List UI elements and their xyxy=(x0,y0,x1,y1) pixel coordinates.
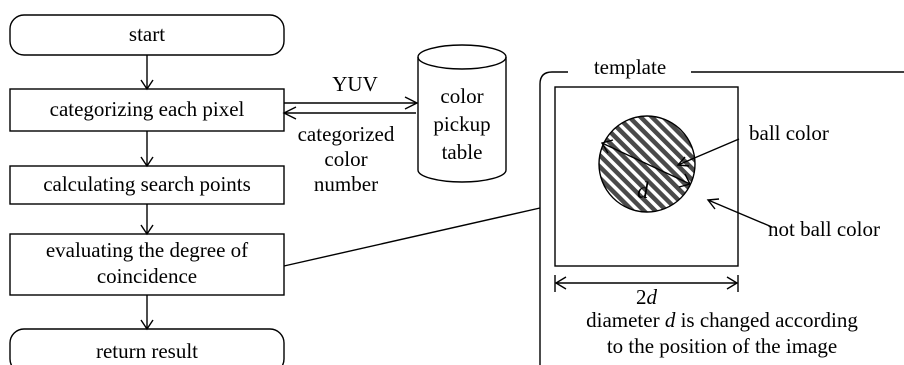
diameter-arrow xyxy=(600,139,692,188)
caption-line1: diameter d is changed according xyxy=(586,308,858,332)
flow-arrows xyxy=(140,55,154,331)
two-d-dimension xyxy=(554,275,739,292)
table-label-line1: color xyxy=(440,84,484,108)
evaluate-label-line2: coincidence xyxy=(96,264,198,288)
return-label: return result xyxy=(95,339,199,363)
result-arrow xyxy=(282,106,416,120)
not-ball-color-pointer xyxy=(706,198,773,228)
result-label-line3: number xyxy=(313,172,379,196)
yuv-label: YUV xyxy=(332,72,378,96)
evaluate-label-line1: evaluating the degree of xyxy=(45,238,249,262)
table-label-line3: table xyxy=(441,140,483,164)
ball-color-label: ball color xyxy=(749,121,829,145)
search-label: calculating search points xyxy=(43,172,251,196)
template-frame xyxy=(539,71,568,365)
two-d-label: 2d xyxy=(636,285,657,309)
yuv-arrow xyxy=(284,96,419,110)
template-title: template xyxy=(593,55,667,79)
ball-color-pointer xyxy=(676,138,740,167)
table-label-line2: pickup xyxy=(433,112,491,136)
categorize-label: categorizing each pixel xyxy=(49,97,245,121)
start-label: start xyxy=(128,22,166,46)
caption-line2: to the position of the image xyxy=(606,334,838,358)
not-ball-color-label: not ball color xyxy=(768,217,880,241)
template-connector xyxy=(283,207,541,267)
result-label-line1: categorized xyxy=(297,122,395,146)
color-pickup-table-cylinder xyxy=(417,44,507,183)
diameter-d-label: d xyxy=(637,178,649,203)
result-label-line2: color xyxy=(324,147,368,171)
template-square xyxy=(554,86,739,267)
